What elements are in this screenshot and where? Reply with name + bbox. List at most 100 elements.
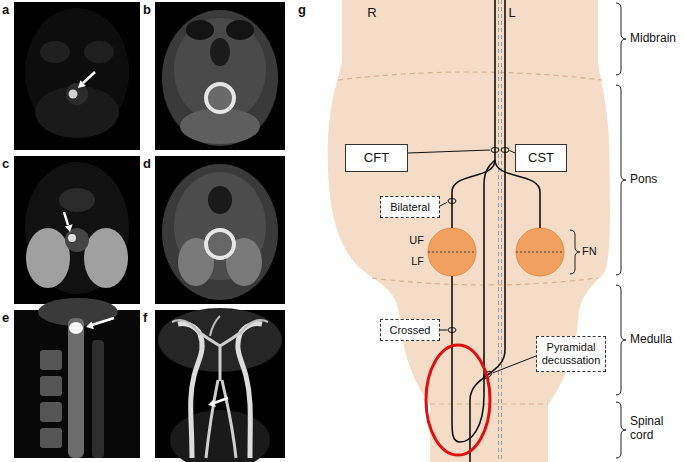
nucleus-part-label: LF bbox=[411, 255, 424, 268]
box-text: Crossed bbox=[390, 324, 431, 337]
facial-nucleus bbox=[516, 228, 564, 276]
brainstem bbox=[206, 84, 234, 112]
panel-letter: c bbox=[2, 157, 9, 172]
panel-ground bbox=[155, 156, 285, 304]
region-label: Medulla bbox=[630, 333, 672, 347]
pathway-box: Pyramidal decussation bbox=[536, 336, 606, 372]
region-bracket bbox=[616, 285, 626, 395]
arrow-shaft bbox=[83, 72, 95, 83]
region-boundary bbox=[338, 72, 602, 80]
neck-outline bbox=[170, 410, 270, 462]
nucleus-divider bbox=[516, 252, 564, 253]
orbit bbox=[186, 20, 214, 40]
cerebellum bbox=[35, 86, 119, 138]
mri-panel-a bbox=[14, 2, 140, 150]
region-boundary bbox=[372, 278, 598, 285]
panel-letter: g bbox=[298, 3, 306, 18]
side-label: R bbox=[367, 6, 376, 21]
carotid-artery bbox=[178, 323, 202, 458]
box-text: CST bbox=[528, 151, 554, 166]
panel-ground bbox=[14, 2, 140, 150]
fiber-marker bbox=[491, 148, 499, 153]
region-bracket bbox=[616, 402, 626, 458]
arrow-head bbox=[78, 80, 86, 88]
temporal-lobe bbox=[84, 41, 114, 63]
orbit bbox=[226, 20, 254, 40]
panel-ground bbox=[14, 156, 140, 304]
leader-line bbox=[440, 330, 448, 331]
region-label: Spinal cord bbox=[630, 415, 680, 443]
leader-line bbox=[493, 356, 537, 373]
pathway-box: Crossed bbox=[380, 319, 440, 341]
cerebral-branches bbox=[172, 316, 268, 336]
arrow-shaft bbox=[64, 212, 68, 225]
brainstem-outline bbox=[328, 0, 610, 462]
arrow-head bbox=[86, 322, 94, 330]
head bbox=[162, 10, 278, 146]
vertebral-body bbox=[40, 376, 62, 396]
panel-letter: f bbox=[143, 311, 147, 326]
region-bracket bbox=[616, 3, 626, 75]
pathway-box: Bilateral bbox=[380, 196, 440, 218]
mri-panel-d bbox=[155, 156, 285, 304]
brainstem-schematic bbox=[328, 0, 626, 462]
carotid-artery bbox=[238, 323, 262, 458]
arrow-shaft bbox=[214, 398, 228, 403]
spinal-cord bbox=[68, 318, 84, 458]
box-text: Pyramidal decussation bbox=[540, 341, 602, 366]
panel-letter: a bbox=[2, 3, 9, 18]
facial-nucleus bbox=[428, 228, 476, 276]
arrow-shaft bbox=[92, 318, 114, 325]
nucleus-divider bbox=[428, 252, 476, 253]
sinus bbox=[210, 38, 230, 66]
sinus bbox=[208, 186, 232, 214]
vertebral-body bbox=[40, 428, 62, 448]
bilateral-fiber bbox=[452, 160, 495, 228]
side-label: L bbox=[508, 6, 515, 21]
vertebral-artery bbox=[206, 380, 218, 458]
head bbox=[162, 164, 278, 300]
leader-line bbox=[408, 150, 490, 153]
corticofacial-fiber bbox=[494, 0, 496, 160]
arrow-head bbox=[65, 224, 73, 232]
mri-panel-e bbox=[14, 298, 140, 458]
nucleus-label: FN bbox=[582, 245, 597, 258]
region-label: Pons bbox=[630, 173, 657, 187]
head-shadow bbox=[25, 162, 129, 294]
region-label: Midbrain bbox=[630, 32, 676, 46]
lesion-spot bbox=[69, 90, 78, 99]
vertebral-body bbox=[40, 402, 62, 422]
pons bbox=[65, 228, 89, 252]
panel-ground bbox=[14, 310, 140, 458]
vertebral-body bbox=[40, 350, 62, 370]
lesion-spot bbox=[69, 322, 83, 334]
mri-panel-b bbox=[155, 2, 285, 150]
panel-letter: d bbox=[143, 157, 151, 172]
mri-panel-f bbox=[155, 308, 285, 462]
midline bbox=[498, 0, 499, 462]
midline bbox=[501, 0, 502, 462]
posterior-tissue bbox=[92, 340, 104, 458]
sinus bbox=[59, 188, 95, 212]
bright-lobe bbox=[26, 228, 70, 288]
box-text: Bilateral bbox=[390, 201, 430, 214]
arrow-head bbox=[208, 400, 216, 408]
vertebral-artery bbox=[222, 380, 236, 458]
panel-ground bbox=[155, 2, 285, 150]
lesion-highlight bbox=[426, 345, 490, 455]
fiber-marker bbox=[501, 148, 509, 153]
leader-line bbox=[440, 202, 448, 206]
lesion-spot bbox=[68, 234, 76, 242]
fiber-marker bbox=[448, 328, 456, 333]
bright-lobe bbox=[84, 228, 128, 288]
corticospinal-fiber bbox=[470, 0, 505, 462]
brain-tissue bbox=[174, 18, 266, 122]
bracket bbox=[570, 230, 580, 274]
brainstem bbox=[206, 230, 234, 258]
fiber-marker bbox=[448, 199, 456, 204]
region-bracket bbox=[616, 85, 626, 275]
box-text: CFT bbox=[364, 151, 389, 166]
